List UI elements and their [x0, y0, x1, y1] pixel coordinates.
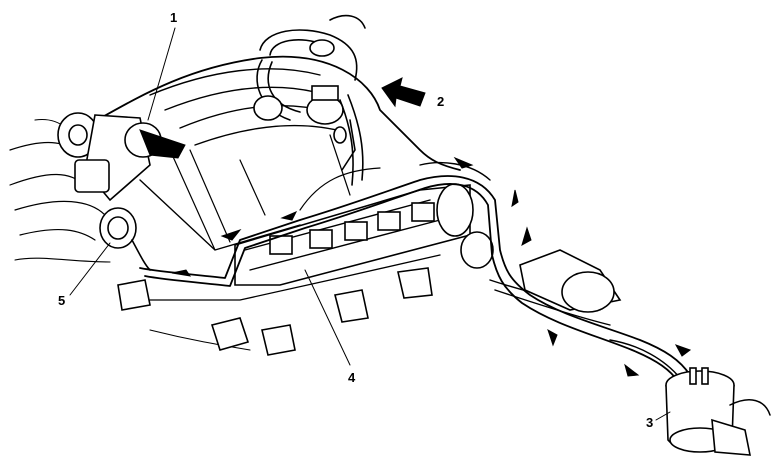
flow-arrow-icon [280, 211, 298, 221]
front-arrow-icon [381, 77, 426, 108]
injector [117, 279, 151, 311]
injector [210, 317, 296, 356]
flow-arrow-icon [220, 228, 242, 241]
flow-arrows [171, 156, 692, 377]
callout-2: 2 [437, 94, 444, 109]
vacuum-hoses [253, 14, 366, 186]
callout-5: 5 [58, 293, 65, 308]
injector [397, 267, 433, 299]
fuel-rail [234, 161, 494, 286]
fuel-pressure-regulator [99, 207, 151, 271]
flow-arrow-icon [624, 363, 640, 377]
intake-manifold [9, 55, 461, 351]
injector [334, 289, 369, 323]
leader-lines [69, 27, 671, 421]
flow-arrow-icon [674, 344, 692, 357]
flow-arrow-icon [453, 156, 474, 169]
air-cleaner-housing [519, 249, 622, 313]
callout-1: 1 [170, 10, 177, 25]
throttle-body [57, 112, 186, 202]
fuel-lines [139, 175, 691, 386]
flow-arrow-icon [547, 328, 558, 347]
flow-arrow-icon [171, 269, 192, 277]
callout-4: 4 [348, 370, 356, 385]
callout-3: 3 [646, 415, 653, 430]
fuel-injectors [117, 254, 441, 356]
flow-arrow-icon [511, 189, 519, 208]
flow-arrow-icon [521, 226, 532, 247]
fuel-filter [665, 367, 771, 456]
